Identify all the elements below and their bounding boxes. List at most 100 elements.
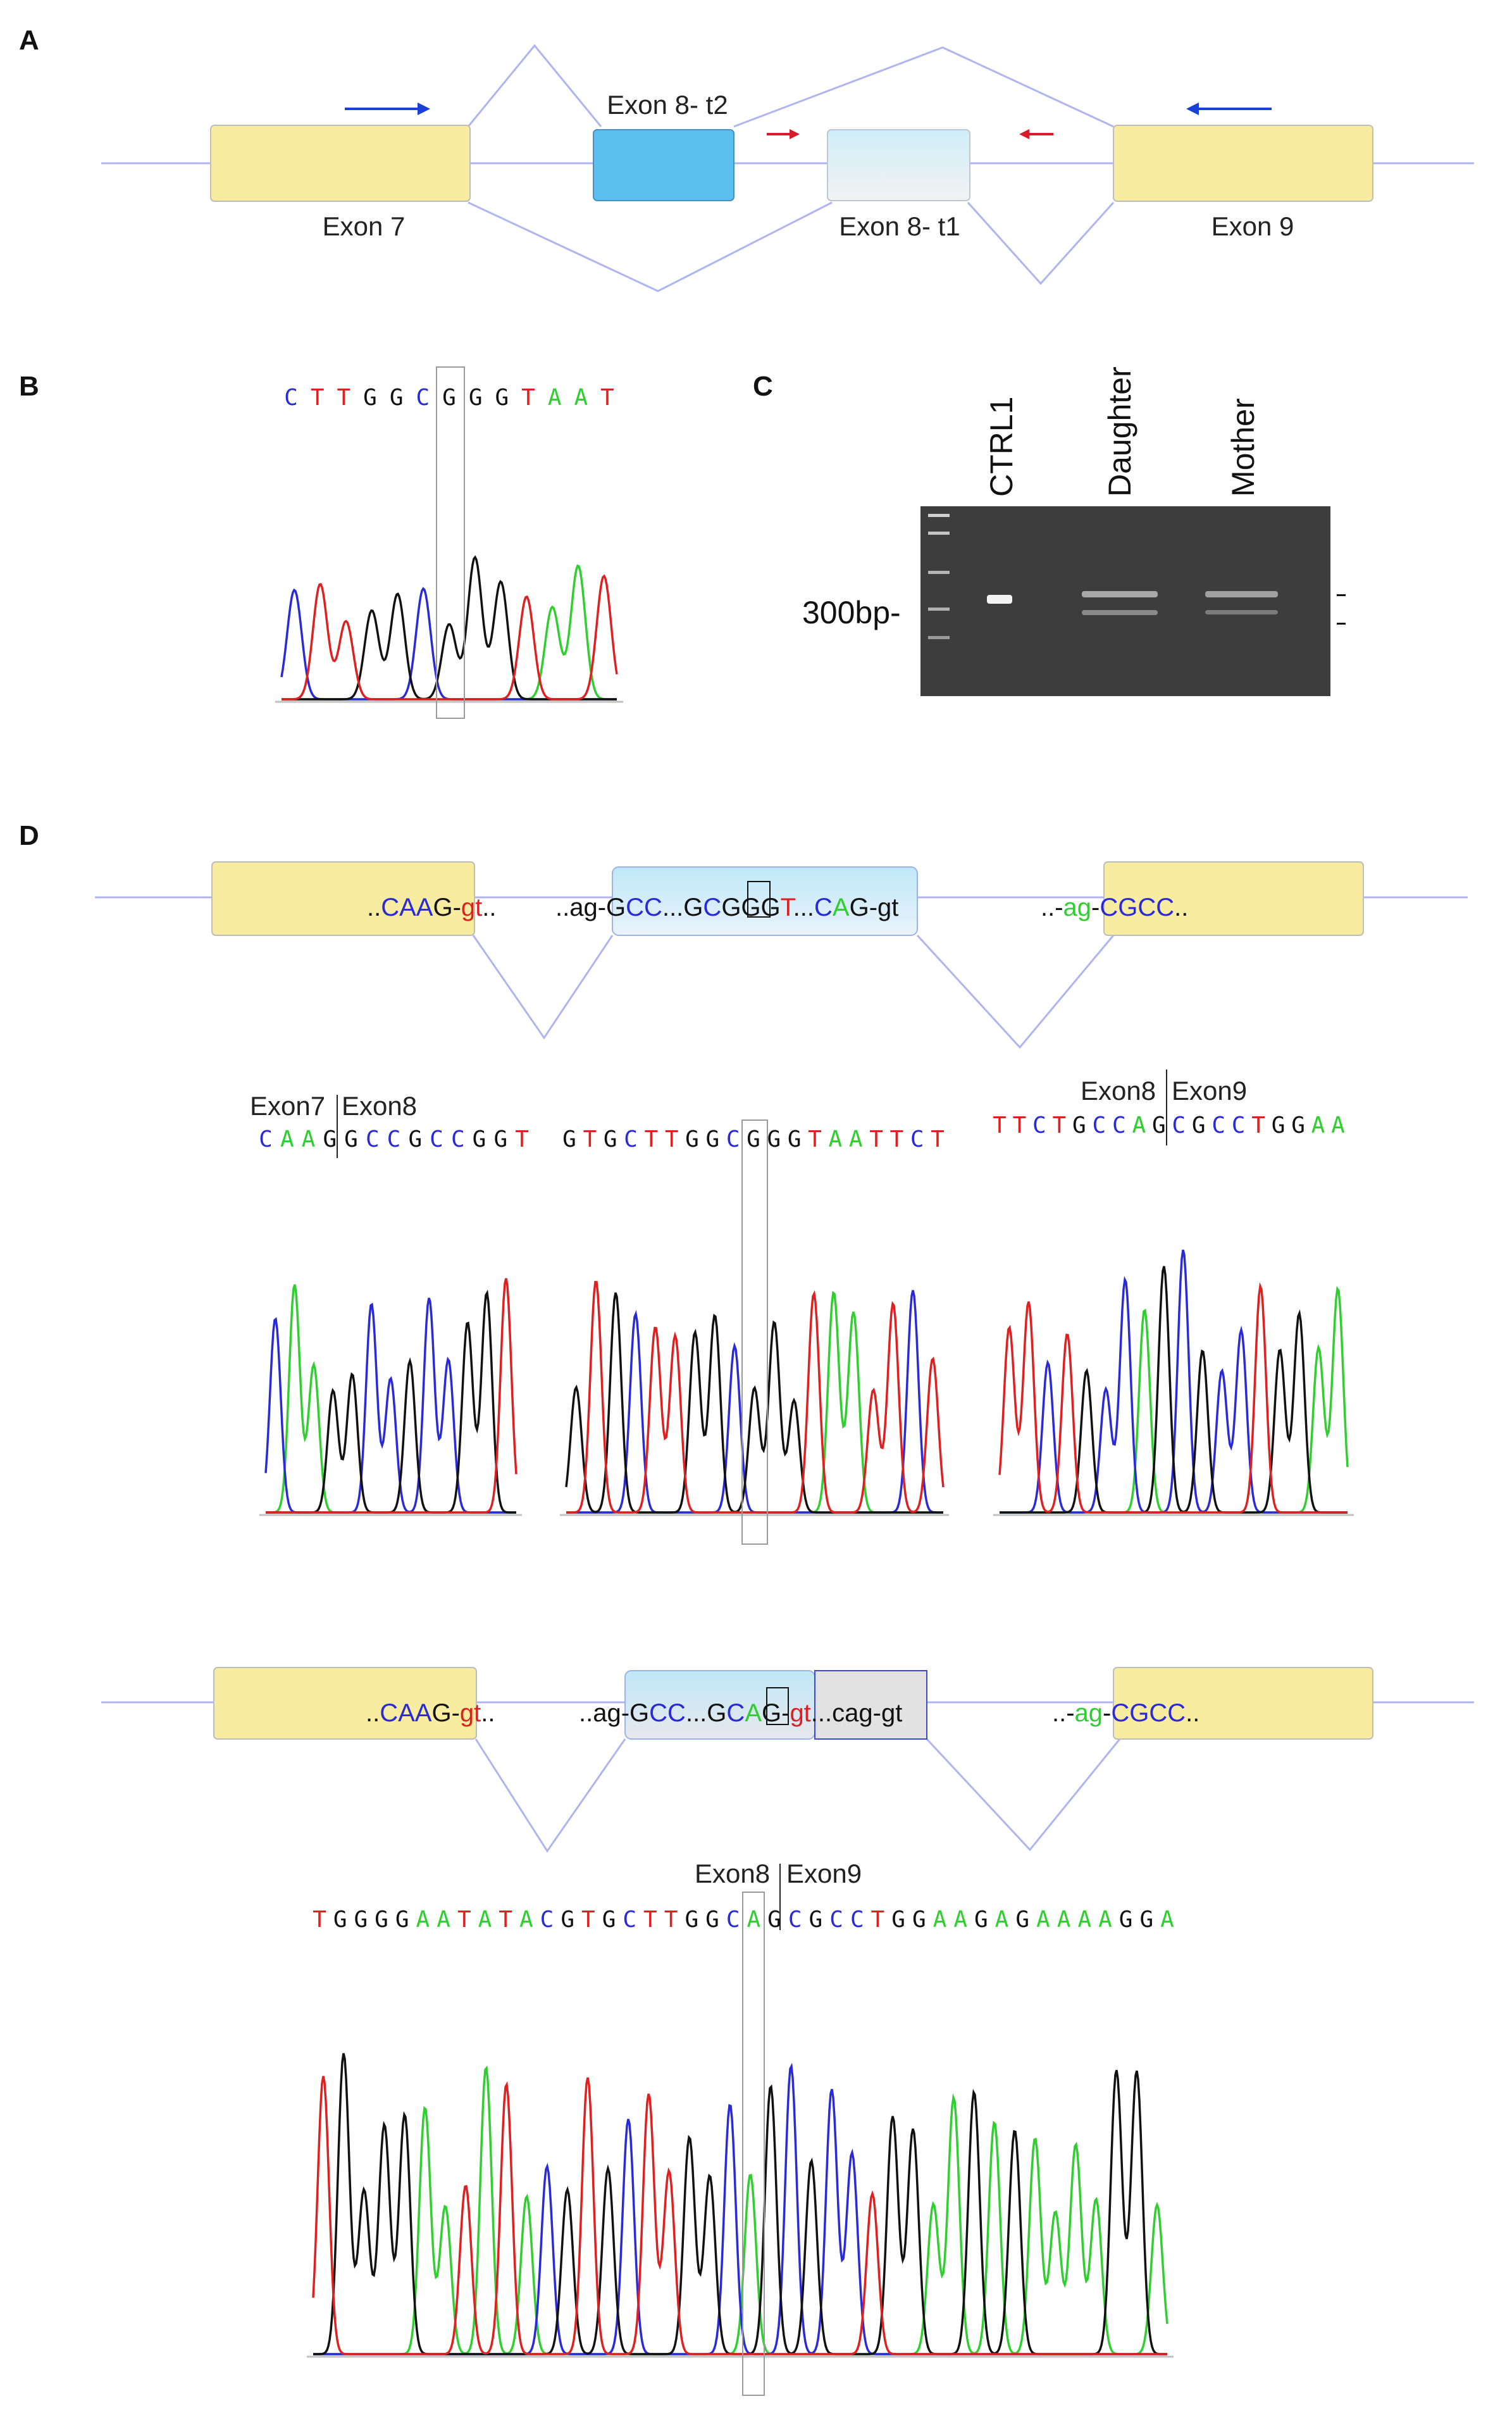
- jn89-base: C: [1093, 1113, 1106, 1138]
- gel-lane-labels: CTRL1 Daughter Mother: [984, 366, 1261, 497]
- jn89-base: G: [1192, 1113, 1206, 1138]
- jn89-base: T: [993, 1113, 1007, 1138]
- panel-b-trace-g: [282, 555, 617, 701]
- lower-band-tick: [1337, 623, 1346, 625]
- top-exon8-box: [612, 866, 918, 936]
- jn78-right-label: Exon8: [342, 1091, 417, 1121]
- jn78-base: A: [302, 1126, 316, 1152]
- jn89-base: C: [1172, 1113, 1186, 1138]
- middle-base: G: [562, 1126, 576, 1152]
- panel-b-base: G: [495, 385, 509, 411]
- middle-base: C: [624, 1126, 638, 1152]
- jn78-trace-g: [266, 1289, 516, 1514]
- top-exon7-box: [211, 861, 475, 936]
- jnb-base: T: [643, 1907, 657, 1933]
- jnb-base: G: [1015, 1907, 1029, 1933]
- middle-base: G: [604, 1126, 617, 1152]
- middle-base: T: [889, 1126, 903, 1152]
- jnb-base: A: [747, 1907, 760, 1933]
- top-exon9-sequence: ..-ag-CGCC..: [1041, 894, 1188, 921]
- gel-background: [920, 506, 1330, 696]
- jn78-base: A: [280, 1126, 294, 1152]
- jn89-base: C: [1211, 1113, 1225, 1138]
- jn78-base: G: [493, 1126, 507, 1152]
- jn89-base: C: [1232, 1113, 1246, 1138]
- jnb-base: G: [974, 1907, 988, 1933]
- jnb-chromatogram: [307, 2053, 1174, 2358]
- jn78-base: C: [259, 1126, 273, 1152]
- panel-b-base: T: [311, 385, 325, 411]
- jn89-base: G: [1152, 1113, 1166, 1138]
- exon-8-t1-box: [827, 129, 970, 201]
- middle-chromatogram: [560, 1280, 949, 1516]
- middle-base: G: [767, 1126, 781, 1152]
- panel-b-base: G: [390, 385, 404, 411]
- panel-b-trace-a: [282, 564, 617, 701]
- jnb-base: G: [1139, 1907, 1153, 1933]
- jnb-base: T: [871, 1907, 885, 1933]
- panel-b-label: B: [19, 371, 39, 402]
- jnb-base: G: [912, 1907, 926, 1933]
- bottom-exon7-box: [213, 1667, 477, 1740]
- lane-label-daughter: Daughter: [1102, 366, 1137, 497]
- jn78-base: C: [366, 1126, 380, 1152]
- jn78-chromatogram: [259, 1278, 522, 1516]
- top-exon9-box: [1103, 861, 1364, 936]
- panel-d-top-gene-model: ..CAAG-gt.. ..ag-GCC...GCGGGT...CAG-gt .…: [95, 861, 1468, 1049]
- jnb-base: T: [664, 1907, 678, 1933]
- jn89-base: G: [1272, 1113, 1286, 1138]
- jnb-base: G: [395, 1907, 409, 1933]
- exon-9-box: [1113, 125, 1373, 202]
- bottom-exon9-sequence: ..-ag-CGCC..: [1052, 1699, 1199, 1727]
- bottom-highlight-box: [742, 1892, 765, 2396]
- splice-arc-8t1-9: [967, 201, 1115, 285]
- jn89-base: T: [1053, 1113, 1067, 1138]
- middle-base: G: [685, 1126, 699, 1152]
- jnb-base: C: [540, 1907, 554, 1933]
- top-exon7-sequence: ..CAAG-gt..: [367, 894, 497, 921]
- middle-base: T: [808, 1126, 822, 1152]
- gel-marker-300bp: 300bp-: [802, 595, 901, 630]
- panel-b-base: T: [337, 385, 350, 411]
- exon-8-t1-label: Exon 8- t1: [839, 211, 960, 241]
- jnb-base: C: [850, 1907, 864, 1933]
- panel-d-bottom-gene-model: ..CAAG-gt.. ..ag-GCC...GCAG-gt...cag-gt …: [101, 1667, 1474, 1853]
- jn89-base: A: [1311, 1113, 1325, 1138]
- jnb-right-label: Exon9: [786, 1859, 862, 1888]
- jnb-base: G: [705, 1907, 719, 1933]
- jnb-trace-t: [312, 2076, 1167, 2355]
- exon-8-t2-label: Exon 8- t2: [607, 90, 728, 120]
- jnb-base: A: [995, 1907, 1009, 1933]
- bottom-mutation-box: [766, 1687, 789, 1725]
- panel-b-base: G: [363, 385, 377, 411]
- panel-b-base: C: [416, 385, 430, 411]
- middle-base: T: [869, 1126, 883, 1152]
- panel-b-base: A: [548, 385, 562, 411]
- jn89-right-label: Exon9: [1172, 1076, 1247, 1106]
- exon-8-t2-box: [593, 129, 734, 201]
- middle-base: T: [931, 1126, 945, 1152]
- jn78-base: C: [387, 1126, 401, 1152]
- jnb-base: G: [333, 1907, 347, 1933]
- daughter-upper-band: [1082, 591, 1158, 597]
- jn89-trace-g: [1000, 1266, 1348, 1514]
- middle-base: A: [828, 1126, 842, 1152]
- jnb-base: C: [829, 1907, 843, 1933]
- reverse-primer-arrow: [1186, 103, 1272, 115]
- jn78-base: G: [344, 1126, 358, 1152]
- jnb-base: G: [375, 1907, 388, 1933]
- jn89-base: C: [1032, 1113, 1046, 1138]
- panel-b-trace-t: [282, 574, 618, 701]
- panel-b-highlight-box: [436, 366, 465, 719]
- middle-trace-g: [565, 1292, 943, 1514]
- jnb-base: G: [891, 1907, 905, 1933]
- middle-base: T: [644, 1126, 658, 1152]
- jn89-base: A: [1132, 1113, 1146, 1138]
- exon-7-label: Exon 7: [323, 211, 406, 241]
- panel-b-base: A: [574, 385, 588, 411]
